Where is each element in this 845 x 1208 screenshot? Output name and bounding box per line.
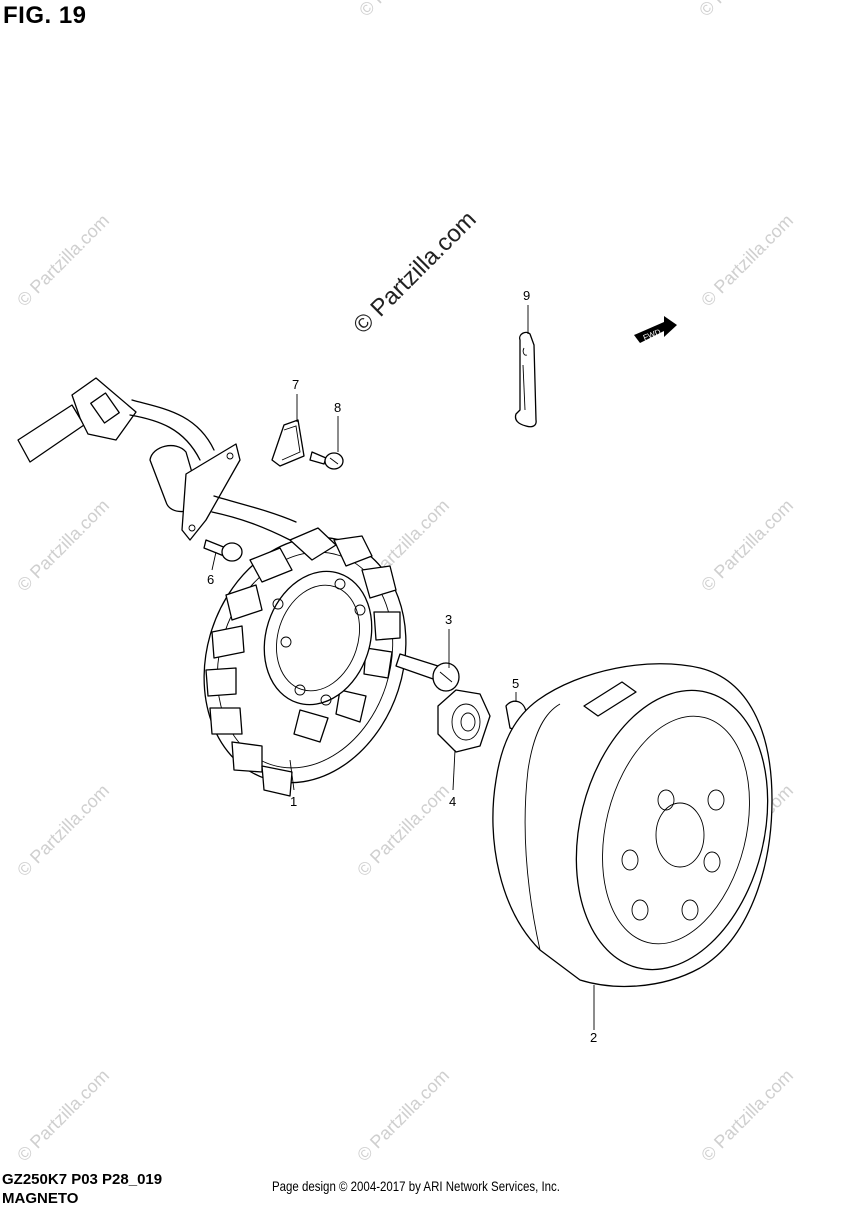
callout-5: 5: [512, 676, 520, 691]
wire-harness: [17, 377, 297, 541]
fwd-label: FWD: [642, 327, 662, 342]
callout-2: 2: [590, 1030, 598, 1045]
callout-4: 4: [449, 794, 457, 809]
model-code: GZ250K7 P03 P28_019: [2, 1171, 163, 1188]
callout-9: 9: [523, 288, 531, 303]
part-1-stator: [203, 527, 407, 797]
callout-8: 8: [334, 400, 342, 415]
part-3-screw: [395, 653, 460, 692]
fwd-arrow-icon: FWD: [634, 316, 677, 343]
part-6-bolt: [203, 539, 243, 562]
callout-6: 6: [207, 572, 215, 587]
callout-3: 3: [445, 612, 453, 627]
callout-7: 7: [292, 377, 300, 392]
footer-copyright: Page design © 2004-2017 by ARI Network S…: [272, 1178, 560, 1194]
part-9-clamp: [514, 331, 537, 428]
leader-lines: [211, 305, 595, 1030]
callout-1: 1: [290, 794, 298, 809]
part-7-clip: [271, 419, 305, 467]
figure-title: FIG. 19: [3, 2, 87, 29]
part-2-flywheel: [492, 663, 773, 988]
part-8-screw: [309, 451, 344, 470]
section-name: MAGNETO: [2, 1190, 79, 1207]
part-4-nut: [437, 689, 491, 753]
footer-model-info: GZ250K7 P03 P28_019 MAGNETO: [2, 1170, 162, 1208]
